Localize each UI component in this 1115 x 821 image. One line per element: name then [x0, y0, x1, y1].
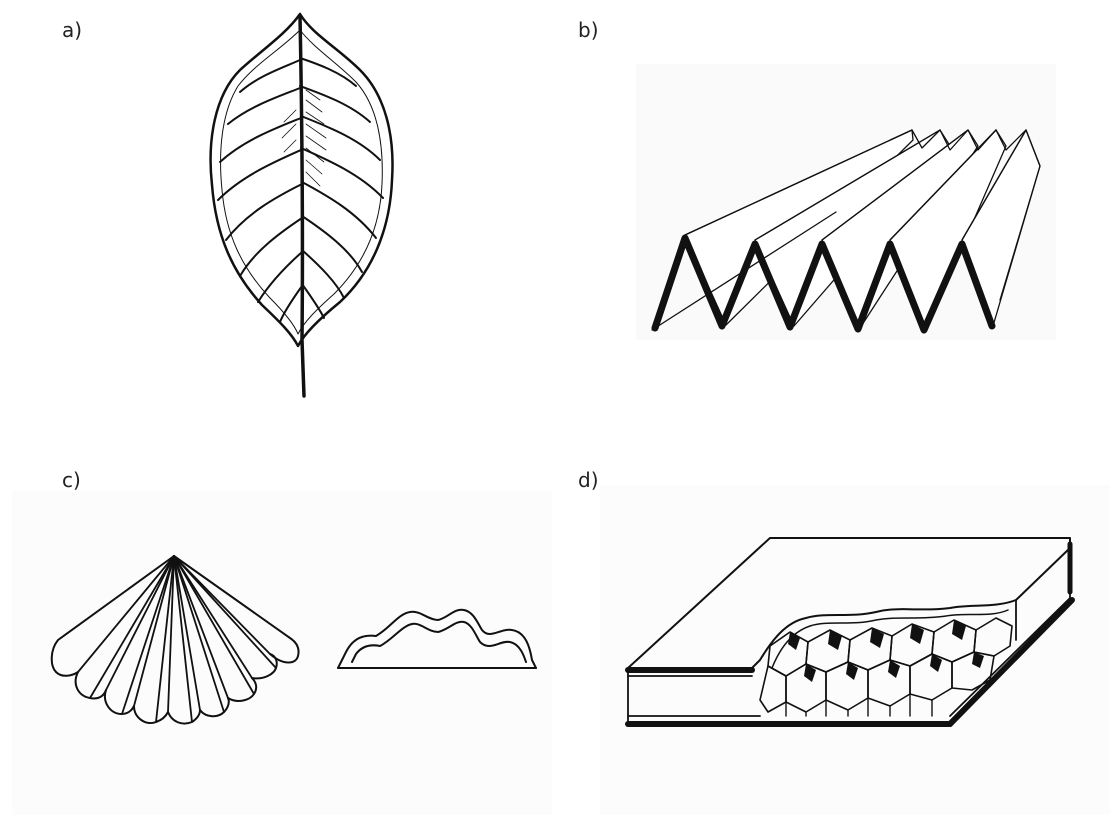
- panel-d-background: [600, 485, 1110, 815]
- leaf-icon: [211, 14, 393, 396]
